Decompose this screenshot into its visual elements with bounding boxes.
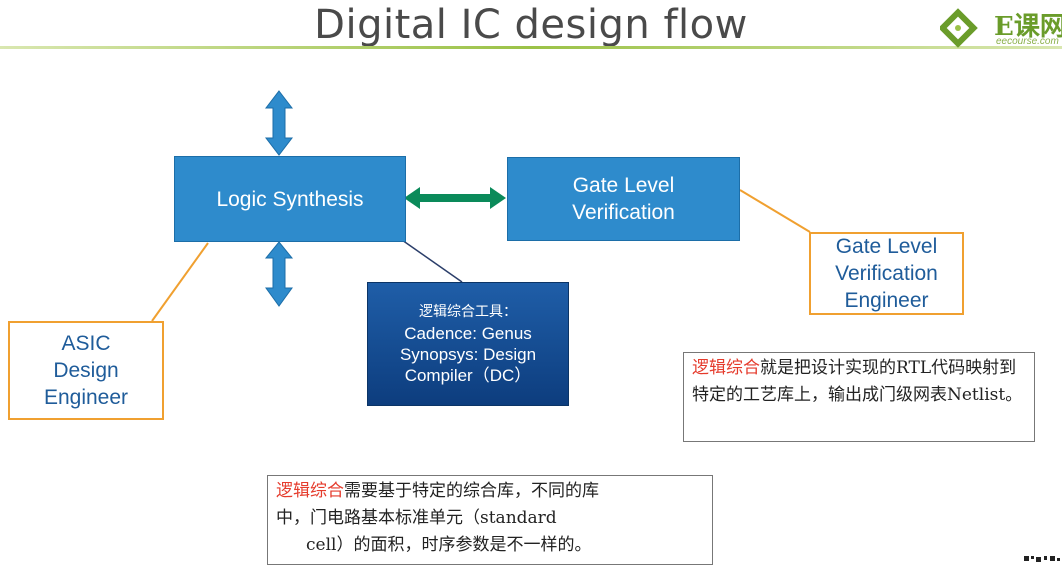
- asic-line2: Design: [53, 359, 119, 382]
- note-right-highlight: 逻辑综合: [692, 358, 760, 378]
- gate-engineer-callout-line: [739, 189, 811, 233]
- note-bottom-line3: cell）的面积，时序参数是不一样的。: [306, 535, 592, 555]
- gate-level-verification-box: Gate Level Verification: [507, 157, 740, 241]
- note-right-text: 就是把设计实现的RTL代码映射到特定的工艺库上，输出成门级网表Netlist。: [692, 358, 1023, 405]
- logo-subtext: eecourse.com: [996, 36, 1059, 47]
- up-down-arrow-icon-bottom: [264, 241, 294, 307]
- asic-design-engineer-box: ASIC Design Engineer: [8, 321, 164, 420]
- logo-text: E课网: [994, 12, 1062, 42]
- tools-heading: 逻辑综合工具：: [419, 304, 517, 320]
- asic-line1: ASIC: [61, 332, 111, 355]
- logic-synthesis-box: Logic Synthesis: [174, 156, 406, 242]
- note-bottom-line2: 中，门电路基本标准单元（standard: [276, 508, 557, 528]
- eecourse-logo-icon: [940, 8, 978, 48]
- synthesis-definition-note: 逻辑综合就是把设计实现的RTL代码映射到特定的工艺库上，输出成门级网表Netli…: [683, 352, 1035, 442]
- tools-line-synopsys: Synopsys: Design: [399, 345, 537, 364]
- synthesis-tools-box: 逻辑综合工具： Cadence: Genus Synopsys: Design …: [367, 282, 569, 406]
- logic-synthesis-label: Logic Synthesis: [216, 187, 364, 211]
- slide-title: Digital IC design flow: [314, 2, 748, 48]
- up-down-arrow-icon-top: [264, 90, 294, 156]
- gate-level-verification-engineer-box: Gate Level Verification Engineer: [809, 232, 964, 315]
- synthesis-library-note: 逻辑综合需要基于特定的综合库，不同的库 中，门电路基本标准单元（standard…: [267, 475, 713, 565]
- qr-code-icon: [1022, 554, 1062, 568]
- title-rule: [0, 46, 1062, 49]
- left-right-arrow-icon: [404, 187, 506, 209]
- gate-engineer-line1: Gate Level: [835, 235, 938, 258]
- gate-engineer-line3: Engineer: [844, 289, 929, 312]
- gate-level-verification-line1: Gate Level: [572, 174, 675, 197]
- tools-line-cadence: Cadence: Genus: [404, 324, 532, 343]
- gate-level-verification-line2: Verification: [572, 201, 675, 224]
- note-bottom-line1: 需要基于特定的综合库，不同的库: [344, 481, 599, 501]
- note-bottom-highlight: 逻辑综合: [276, 481, 344, 501]
- asic-callout-line: [151, 242, 209, 322]
- tools-callout-line: [401, 239, 463, 283]
- asic-line3: Engineer: [43, 386, 129, 409]
- tools-line-compiler: Compiler（DC）: [404, 366, 532, 385]
- gate-engineer-line2: Verification: [835, 262, 938, 285]
